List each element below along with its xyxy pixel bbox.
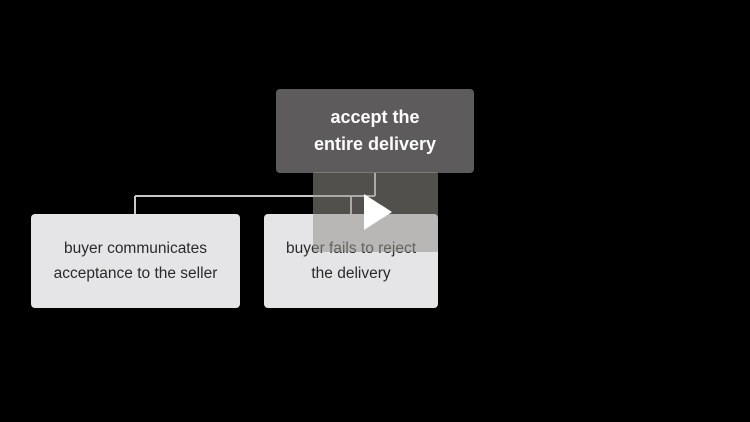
play-button[interactable]	[313, 172, 438, 252]
child-node-communicates: buyer communicates acceptance to the sel…	[31, 214, 240, 308]
child-node-label: buyer communicates acceptance to the sel…	[53, 240, 218, 282]
root-node-label: accept the entire delivery	[313, 107, 437, 154]
root-node: accept the entire delivery	[276, 89, 474, 173]
play-icon	[364, 194, 392, 230]
